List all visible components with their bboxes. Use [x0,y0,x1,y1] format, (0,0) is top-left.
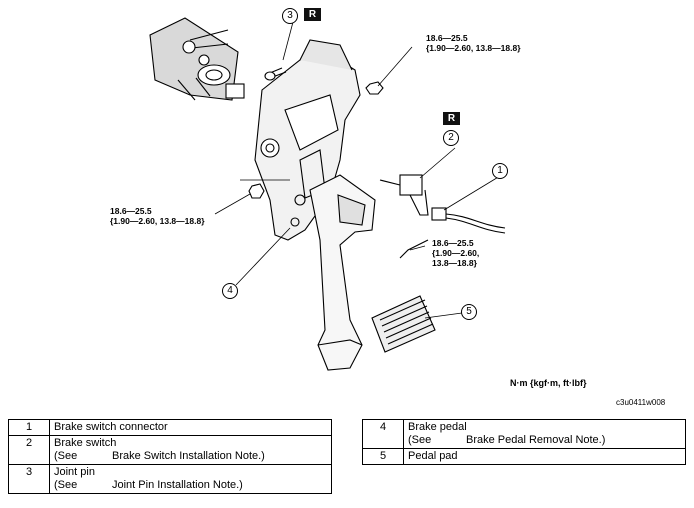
replace-badge-brake-switch: R [443,112,460,125]
removal-note-link[interactable]: Brake Pedal Removal Note.) [466,434,606,446]
part-number: 5 [362,448,404,465]
part-number: 3 [8,464,50,494]
booster-bolts [177,29,245,101]
leader-lines [214,21,501,319]
brake-pedal-exploded-diagram [149,17,506,371]
joint-pin-part [264,67,287,81]
table-row: 1 Brake switch connector [8,419,332,436]
parts-legend-left: 1 Brake switch connector 2 Brake switch … [8,419,332,494]
torque-top-right: 18.6—25.5 {1.90—2.60, 13.8—18.8} [426,33,521,53]
callout-2: 2 [443,130,459,146]
nut-top [365,81,384,95]
part-number: 4 [362,419,404,449]
figure-code: c3u0411w008 [616,398,666,407]
part-number: 1 [8,419,50,436]
replace-badge-joint-pin: R [304,8,321,21]
torque-bottom-right: 18.6—25.5 {1.90—2.60, 13.8—18.8} [432,238,480,268]
part-name: Brake switch connector [49,419,332,436]
nut-left [248,183,265,199]
bolt-lower [399,239,429,259]
pedal-pad-part [371,295,436,353]
installation-note-link[interactable]: Joint Pin Installation Note.) [112,479,243,491]
part-number: 2 [8,435,50,465]
callout-1: 1 [492,163,508,179]
torque-left: 18.6—25.5 {1.90—2.60, 13.8—18.8} [110,206,205,226]
table-row: 5 Pedal pad [362,448,686,465]
callout-4: 4 [222,283,238,299]
torque-units: N·m {kgf·m, ft·lbf} [510,378,587,388]
brake-switch-part [379,174,429,216]
callout-3: 3 [282,8,298,24]
installation-note-link[interactable]: Brake Switch Installation Note.) [112,450,265,462]
callout-5: 5 [461,304,477,320]
switch-connector-part [431,207,506,234]
part-name: Pedal pad [403,448,686,465]
